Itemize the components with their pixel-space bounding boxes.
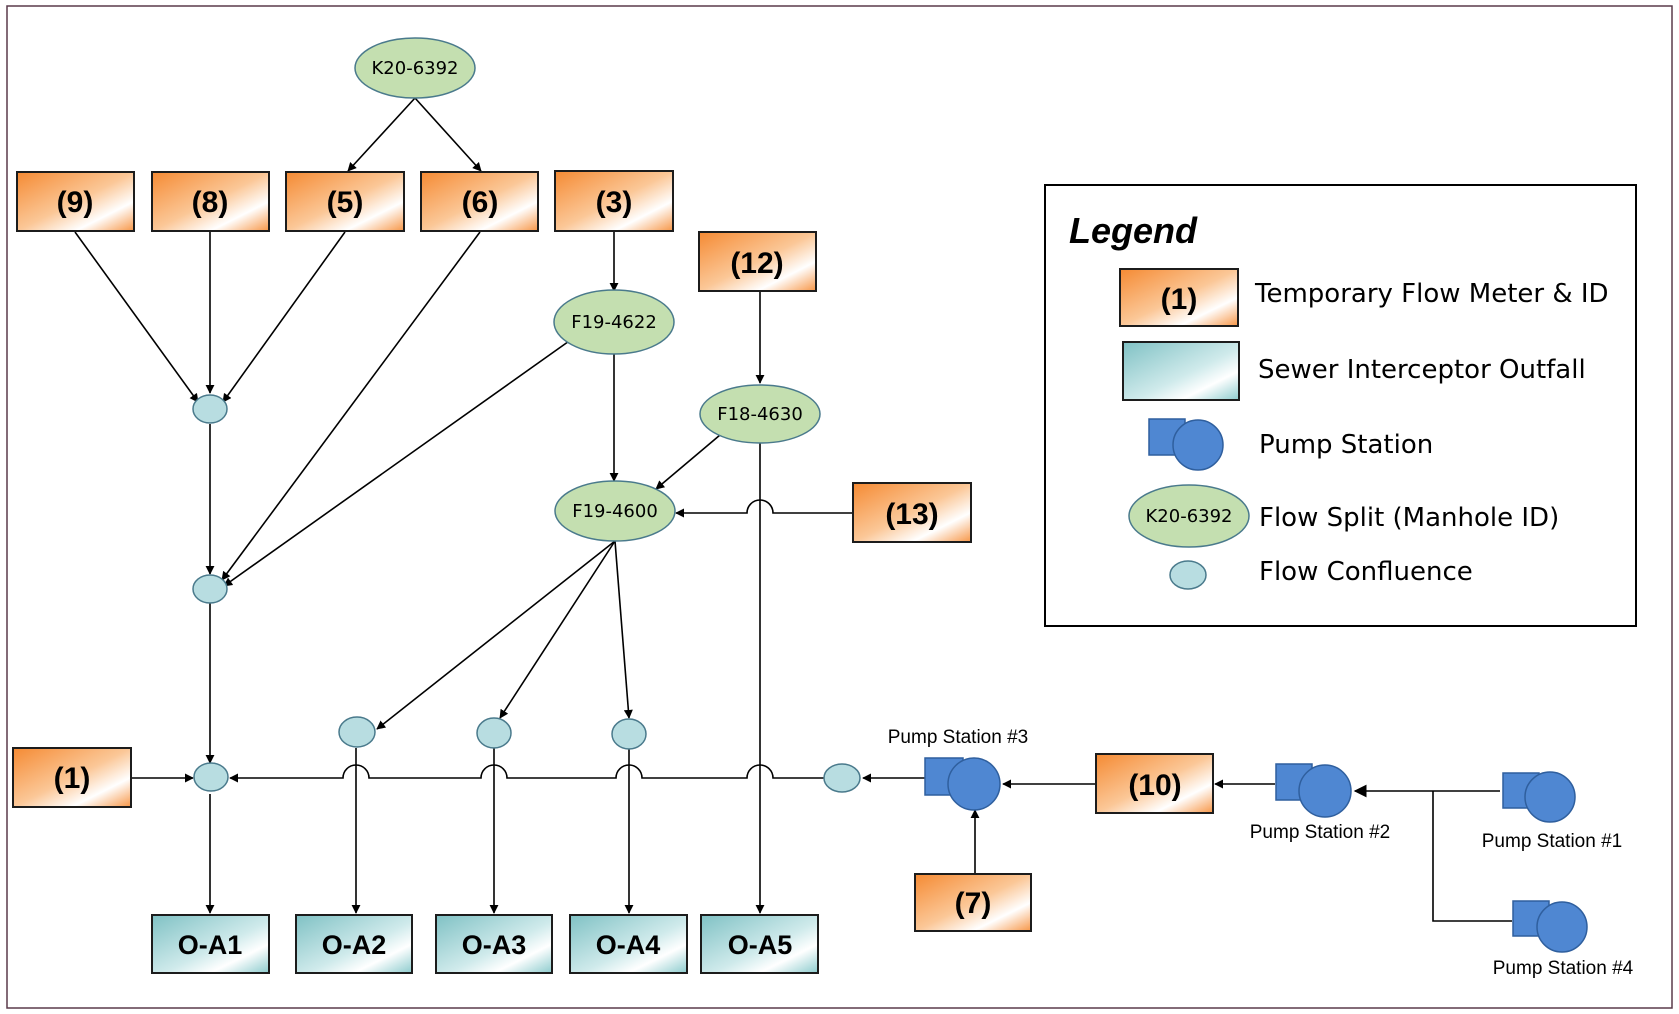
legend-meter-text: Temporary Flow Meter & ID [1254, 279, 1609, 309]
pump-station-label: Pump Station #3 [888, 727, 1028, 748]
outfall-label: O-A2 [322, 930, 387, 960]
outfall-o-a4: O-A4 [569, 914, 688, 974]
flow-confluence-c7 [823, 763, 861, 793]
flow-meter-3: (3) [554, 170, 674, 232]
flow-confluence-c1 [192, 394, 228, 424]
flow-split-label: F18-4630 [717, 404, 803, 425]
pump-station-label: Pump Station #4 [1493, 958, 1634, 979]
legend-item-split: K20-6392 Flow Split (Manhole ID) [1128, 484, 1559, 548]
legend-split-text: Flow Split (Manhole ID) [1259, 503, 1559, 533]
legend-item-pump: Pump Station [1148, 418, 1433, 471]
pump-station-label: Pump Station #2 [1250, 822, 1390, 843]
flow-meter-label: (6) [462, 186, 499, 219]
flow-meter-1: (1) [12, 747, 132, 808]
flow-meter-label: (10) [1128, 769, 1181, 802]
outfall-label: O-A5 [728, 930, 793, 960]
flow-confluence-c4 [338, 716, 376, 748]
flow-confluence-c2 [192, 574, 228, 604]
outfall-o-a3: O-A3 [435, 914, 553, 974]
flow-meter-label: (13) [885, 498, 938, 531]
legend-box [1044, 184, 1637, 627]
flow-meter-13: (13) [852, 482, 972, 543]
outfall-label: O-A4 [596, 930, 661, 960]
flow-confluence-c5 [476, 717, 512, 749]
pump-station-3: Pump Station #3 [888, 727, 1028, 811]
confluence-icon [1169, 560, 1207, 590]
legend-split-sample: K20-6392 [1145, 506, 1232, 527]
flow-meter-label: (5) [327, 186, 364, 219]
outfall-label: O-A1 [178, 930, 243, 960]
outfall-o-a2: O-A2 [295, 914, 413, 974]
pump-station-2: Pump Station #2 [1250, 763, 1390, 843]
flow-confluences [192, 394, 861, 793]
flow-confluence-c3 [193, 762, 229, 792]
outfall-o-a1: O-A1 [151, 914, 270, 974]
flow-split-f19-4600: F19-4600 [554, 480, 676, 542]
flow-meter-label: (3) [596, 186, 633, 219]
legend-confluence-text: Flow Confluence [1259, 557, 1473, 587]
flow-meter-label: (9) [57, 186, 94, 219]
flow-meter-10: (10) [1095, 753, 1214, 814]
flow-meter-5: (5) [285, 171, 405, 232]
flow-split-f18-4630: F18-4630 [699, 384, 821, 444]
legend-item-outfall: Sewer Interceptor Outfall [1122, 341, 1586, 401]
flow-meter-6: (6) [420, 171, 539, 232]
legend-meter-sample: (1) [1161, 283, 1198, 316]
legend-item-confluence: Flow Confluence [1169, 557, 1473, 590]
flow-split-k20-6392: K20-6392 [354, 37, 476, 99]
flow-meter-label: (8) [192, 186, 229, 219]
outfall-label: O-A3 [462, 930, 527, 960]
legend: Legend (1) Temporary Flow Meter & ID Sew… [1044, 184, 1637, 627]
legend-title: Legend [1069, 210, 1198, 251]
flow-meter-7: (7) [914, 873, 1032, 932]
flow-split-label: K20-6392 [371, 58, 458, 79]
legend-item-meter: (1) Temporary Flow Meter & ID [1119, 268, 1609, 327]
flow-split-label: F19-4622 [571, 312, 657, 333]
legend-outfall-text: Sewer Interceptor Outfall [1258, 355, 1586, 385]
flow-confluence-c6 [611, 718, 647, 750]
flow-split-label: F19-4600 [572, 501, 658, 522]
flow-meter-label: (7) [955, 887, 992, 920]
pump-station-label: Pump Station #1 [1482, 831, 1622, 852]
flow-meter-8: (8) [151, 171, 270, 232]
legend-pump-text: Pump Station [1259, 430, 1433, 460]
flow-meter-label: (1) [54, 762, 91, 795]
pump-station-4: Pump Station #4 [1493, 900, 1634, 979]
flow-split-f19-4622: F19-4622 [553, 289, 675, 355]
flow-meter-12: (12) [698, 231, 817, 292]
pump-station-1: Pump Station #1 [1482, 771, 1622, 852]
flow-lines [74, 97, 1512, 922]
flow-meter-label: (12) [730, 247, 783, 280]
outfall-o-a5: O-A5 [700, 914, 819, 974]
flow-meter-9: (9) [16, 171, 135, 232]
